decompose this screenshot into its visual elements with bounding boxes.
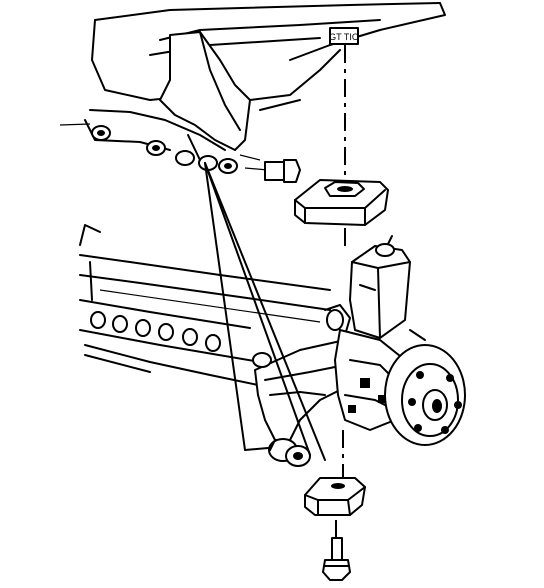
frame-stamp: GT TIO bbox=[329, 27, 359, 45]
upper-bolt bbox=[244, 159, 301, 183]
upper-frame bbox=[59, 2, 446, 161]
leader-lines bbox=[187, 134, 326, 461]
lower-bushing bbox=[268, 438, 311, 467]
frame-bolt-holes bbox=[91, 125, 238, 174]
shock-assembly bbox=[349, 235, 411, 339]
upper-jounce-bumper bbox=[294, 179, 389, 226]
frame-rail bbox=[79, 224, 331, 386]
lower-bolt bbox=[322, 537, 351, 581]
stamp-text: GT TIO bbox=[329, 32, 359, 42]
wheel-hub-rotor bbox=[384, 344, 466, 446]
lower-jounce-bumper bbox=[304, 477, 366, 516]
